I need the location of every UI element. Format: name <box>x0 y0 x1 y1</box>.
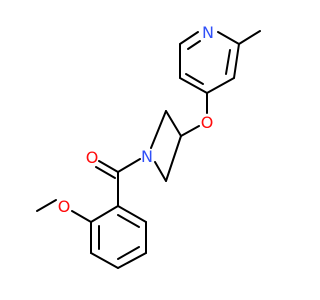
methoxy-o-label: O <box>58 197 71 216</box>
bond-ar4-ar5 <box>117 252 147 269</box>
bond-ar6-ar1-inner <box>117 214 140 228</box>
bond-co-b <box>95 166 116 179</box>
bond-ar2-ome <box>71 210 92 223</box>
bond-c6-n1-inner <box>187 40 201 50</box>
bond-ar4-ar5-inner <box>117 246 140 260</box>
bond-n-carbonyl <box>117 158 141 173</box>
bond-azc2-n <box>150 110 167 149</box>
bond-methyl <box>238 30 261 45</box>
pyridine-n-label: N <box>202 23 214 42</box>
bond-ar3-ar4 <box>90 252 119 269</box>
bonds <box>36 30 261 269</box>
bond-ar6-ar1 <box>117 205 147 223</box>
bond-c2-c3-inner <box>225 49 231 75</box>
bond-c4-c5 <box>179 77 208 94</box>
bond-c2-n1 <box>217 31 240 45</box>
bond-azc4-azc3 <box>165 135 182 182</box>
bond-azc3-azc2 <box>165 110 182 137</box>
structure-diagram: N O N O O <box>36 23 261 269</box>
bond-n-azc4 <box>154 161 167 182</box>
bond-c4-c5-inner <box>185 73 204 85</box>
molecule-svg: N O N O O <box>36 23 261 269</box>
bond-ome-ch3 <box>36 199 57 212</box>
bond-co-a <box>98 160 119 173</box>
bond-ar1-ar2 <box>90 205 119 223</box>
azetidine-n-label: N <box>141 147 153 166</box>
atom-labels: N O N O O <box>58 23 214 216</box>
carbonyl-o-label: O <box>86 148 99 167</box>
bond-c2-c3 <box>233 43 240 79</box>
bond-c3-c4 <box>206 77 235 94</box>
bond-o-azc3 <box>180 125 200 137</box>
ether-o-label: O <box>201 113 214 132</box>
bond-c6-n1 <box>179 31 199 45</box>
